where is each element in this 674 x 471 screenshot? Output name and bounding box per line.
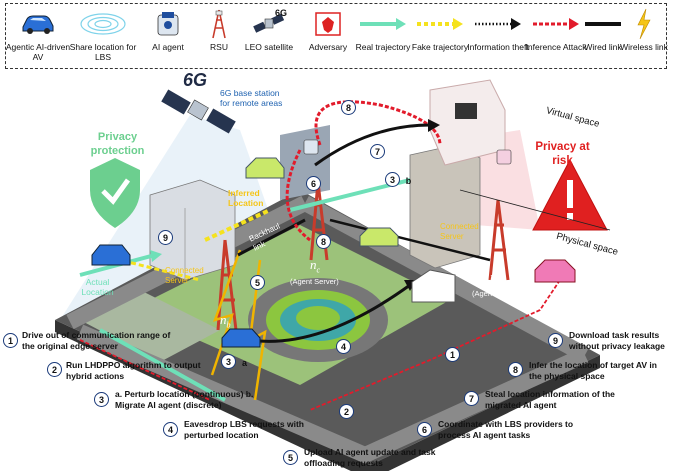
initial-location-label: Initial Location (551, 295, 584, 315)
legend-item-wireless: Wireless link (614, 4, 674, 68)
legend-item-agent: AI agent (138, 4, 198, 68)
legend-item-share: Share location for LBS (70, 4, 136, 68)
inference-arrow-icon (526, 8, 586, 40)
legend-item-leo: 6G LEO satellite (239, 4, 299, 68)
step-text: Coordinate with LBS providers to process… (438, 419, 574, 440)
node-nb-label: nb (220, 312, 231, 331)
node-nb-subscript: b (226, 320, 231, 330)
legend-item-real: Real trajectory (353, 4, 413, 68)
node-nc-symbol: n (310, 257, 317, 272)
adversary-icon (298, 8, 358, 40)
scene-marker-8b: 8 (316, 234, 331, 249)
legend-label: RSU (210, 42, 228, 52)
step-number: 8 (508, 362, 523, 377)
agent-server-na-label: (Agent Server) (472, 289, 521, 298)
legend-label: Share location for LBS (69, 42, 137, 62)
legend-item-theft: Information theft (467, 4, 529, 68)
scene-marker-9: 9 (158, 230, 173, 245)
legend-item-adversary: Adversary (298, 4, 358, 68)
legend-box: Agentic AI-driven AV Share location for … (5, 3, 668, 69)
scene-marker-2: 2 (339, 404, 354, 419)
step-text: Infer the location of target AV in the p… (529, 360, 657, 381)
step-text: Upload AI agent update and task offloadi… (304, 447, 436, 468)
legend-item-wired: Wired link (573, 4, 633, 68)
node-nc-label: nc (310, 257, 321, 276)
step-text: Download task results without privacy le… (569, 330, 665, 351)
node-na-subscript: a (496, 277, 501, 287)
scene-marker-4: 4 (336, 339, 351, 354)
legend-label: Wired link (584, 42, 622, 52)
base-station-label: 6G base station for remote areas (220, 88, 283, 108)
legend-label: Wireless link (620, 42, 668, 52)
legend-label: Information theft (467, 42, 529, 52)
step-text: a. Perturb location (continuous) b. Migr… (115, 389, 254, 410)
satellite-icon: 6G (239, 8, 299, 40)
scene-marker-3b: 3 (221, 354, 236, 369)
scene-marker-1: 1 (445, 347, 460, 362)
scene-marker-6: 6 (306, 176, 321, 191)
agent-server-nc-label: (Agent Server) (290, 277, 339, 286)
theft-arrow-icon (468, 8, 528, 40)
scene: 6G 6G base station for remote areas Priv… (0, 70, 674, 471)
node-na-symbol: n (490, 269, 497, 284)
connected-server-right-label: Connected Server (440, 222, 479, 241)
fake-trajectory-arrow-icon (410, 8, 470, 40)
legend-item-av: Agentic AI-driven AV (6, 4, 70, 68)
connected-server-left-label: Connected Server (165, 266, 204, 285)
wired-link-icon (573, 8, 633, 40)
legend-item-fake: Fake trajectory (410, 4, 470, 68)
scene-marker-7: 7 (370, 144, 385, 159)
scene-marker-b: b (405, 176, 412, 186)
step-number: 9 (548, 333, 563, 348)
privacy-risk-label: Privacy at risk (535, 141, 590, 167)
legend-label: Inference Attack (525, 42, 587, 52)
step-number: 6 (417, 422, 432, 437)
scene-marker-5: 5 (250, 275, 265, 290)
ai-agent-icon (138, 8, 198, 40)
lightning-icon (614, 8, 674, 40)
step-number: 3 (94, 392, 109, 407)
step-text: Drive out of communication range of the … (22, 330, 171, 351)
actual-location-label: Actual Location (81, 277, 114, 297)
location-broadcast-icon (73, 8, 133, 40)
legend-label: Fake trajectory (411, 42, 469, 52)
step-text: Run LHDPPO algorithm to output hybrid ac… (66, 360, 201, 381)
legend-item-rsu: RSU (189, 4, 249, 68)
inferred-location-label: Inferred Location (228, 188, 264, 208)
node-nb-symbol: n (220, 312, 227, 327)
legend-label: LEO satellite (244, 42, 294, 52)
base-station-6g-badge: 6G (183, 70, 208, 90)
step-number: 2 (47, 362, 62, 377)
step-number: 7 (464, 391, 479, 406)
legend-item-inference: Inference Attack (526, 4, 586, 68)
car-icon (8, 8, 68, 40)
legend-label: AI agent (152, 42, 184, 52)
legend-label: Agentic AI-driven AV (5, 42, 71, 62)
scene-marker-a: a (241, 358, 247, 368)
node-na-label: na (490, 269, 501, 288)
legend-label: Real trajectory (355, 42, 411, 52)
legend-label: Adversary (308, 42, 348, 52)
privacy-protection-label: Privacy protection (90, 131, 145, 157)
scene-illustration (55, 79, 611, 471)
step-number: 1 (3, 333, 18, 348)
real-trajectory-arrow-icon (353, 8, 413, 40)
scene-marker-3: 3 (385, 172, 400, 187)
rsu-tower-icon (189, 8, 249, 40)
step-number: 5 (283, 450, 298, 465)
step-text: Steal location information of the migrat… (485, 389, 615, 410)
step-number: 4 (163, 422, 178, 437)
node-nc-subscript: c (316, 265, 321, 275)
leo-6g-badge: 6G (275, 8, 287, 18)
scene-marker-8a: 8 (341, 100, 356, 115)
step-text: Eavesdrop LBS requests with perturbed lo… (184, 419, 304, 440)
